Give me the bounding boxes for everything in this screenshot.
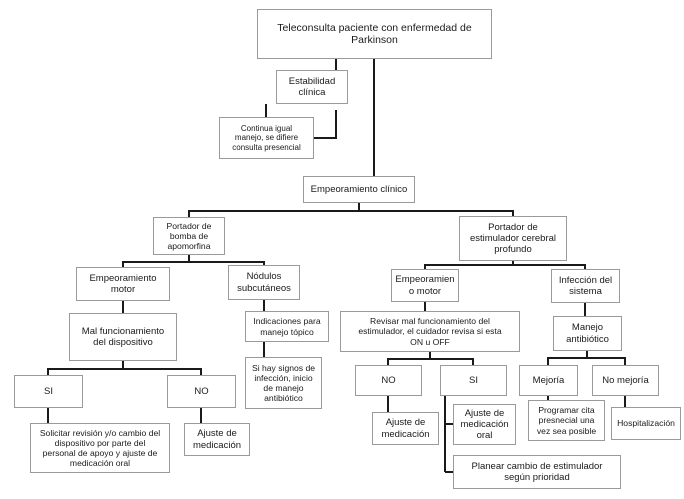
- flowchart-node-no-mejoria[interactable]: No mejoría: [592, 365, 659, 396]
- flowchart-node-revisar-estimulador[interactable]: Revisar mal funcionamiento del estimulad…: [340, 311, 520, 352]
- flowchart-node-ajuste-medicacion-oral[interactable]: Ajuste de medicación oral: [453, 404, 516, 445]
- flowchart-node-planear-cambio[interactable]: Planear cambio de estimulador según prio…: [453, 455, 621, 489]
- flowchart-node-root[interactable]: Teleconsulta paciente con enfermedad de …: [257, 9, 492, 59]
- flowchart-node-programar-cita[interactable]: Programar cita presnecial una vez sea po…: [528, 400, 605, 441]
- flowchart-node-si-der[interactable]: SI: [440, 365, 507, 396]
- flowchart-node-ajuste-medicacion-izq[interactable]: Ajuste de medicación: [184, 423, 250, 456]
- flowchart-node-estabilidad[interactable]: Estabilidad clínica: [276, 70, 348, 104]
- flowchart-node-empeoramiento-motor-der[interactable]: Empeoramien o motor: [391, 269, 459, 302]
- flowchart-node-bomba-apomorfina[interactable]: Portador de bomba de apomorfina: [153, 217, 225, 255]
- flowchart-node-solicitar-revision[interactable]: Solicitar revisión y/o cambio del dispos…: [30, 423, 170, 473]
- flowchart-node-empeoramiento-motor-izq[interactable]: Empeoramiento motor: [76, 267, 170, 301]
- flowchart-node-hospitalizacion[interactable]: Hospitalización: [611, 407, 681, 440]
- connector-line: [122, 255, 190, 267]
- flowchart-node-estimulador-cerebral[interactable]: Portador de estimulador cerebral profund…: [459, 216, 567, 261]
- connector-line: [424, 261, 514, 269]
- flowchart-node-no-izq[interactable]: NO: [167, 375, 236, 408]
- flowchart-node-nodulos[interactable]: Nódulos subcutáneos: [228, 265, 300, 300]
- connector-line: [47, 361, 124, 375]
- flowchart-node-infeccion-sistema[interactable]: Infección del sistema: [551, 269, 620, 303]
- flowchart-node-si-izq[interactable]: SI: [14, 375, 83, 408]
- connector-line: [188, 203, 360, 217]
- connector-line: [314, 110, 337, 139]
- flowchart-node-indicaciones-topico[interactable]: Indicaciones para manejo tópico: [245, 311, 329, 342]
- flowchart-node-ajuste-medicacion-no[interactable]: Ajuste de medicación: [372, 412, 439, 445]
- flowchart-node-continua[interactable]: Continua igual manejo, se difiere consul…: [219, 117, 314, 159]
- flowchart-node-no-der[interactable]: NO: [355, 365, 422, 396]
- flowchart-node-mejoria[interactable]: Mejoría: [519, 365, 578, 396]
- connector-line: [547, 351, 588, 365]
- connector-line: [587, 357, 626, 365]
- flowchart-node-empeoramiento-clinico[interactable]: Empeoramiento clínico: [303, 176, 415, 203]
- flowchart-node-manejo-antibiotico[interactable]: Manejo antibiótico: [553, 316, 622, 351]
- connector-line: [387, 352, 431, 365]
- flowchart-node-mal-funcionamiento[interactable]: Mal funcionamiento del dispositivo: [69, 313, 177, 361]
- flowchart-node-signos-infeccion[interactable]: Si hay signos de infección, inicio de ma…: [245, 357, 322, 409]
- connector-line: [444, 396, 453, 473]
